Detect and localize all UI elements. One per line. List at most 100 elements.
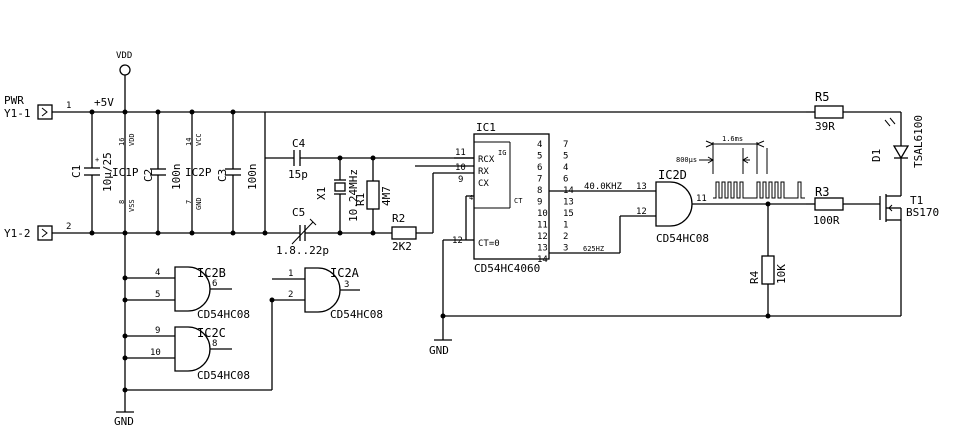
junction-dot bbox=[337, 230, 343, 236]
r1-resistor bbox=[366, 180, 380, 210]
junction-dot bbox=[122, 109, 128, 115]
ic2c-gate bbox=[174, 326, 232, 372]
ic1-ct0: CT=0 bbox=[478, 239, 500, 249]
c3-name: C3 bbox=[216, 169, 229, 182]
junction-dot bbox=[370, 230, 376, 236]
ic2d-name: IC2D bbox=[658, 168, 687, 182]
ic2d-gate bbox=[655, 181, 880, 227]
ic2p-bot-pin: 7 bbox=[185, 200, 193, 204]
ic2d-part: CD54HC08 bbox=[656, 232, 709, 245]
junction-dot bbox=[765, 313, 771, 319]
ic2b-out: 6 bbox=[212, 279, 217, 289]
c3-value: 100n bbox=[246, 164, 259, 191]
junction-dot bbox=[122, 230, 128, 236]
junction-dot bbox=[189, 109, 195, 115]
gnd-mid-label: GND bbox=[429, 344, 449, 357]
ic2c-part: CD54HC08 bbox=[197, 369, 250, 382]
ic2c-name: IC2C bbox=[197, 326, 226, 340]
ic2b-in2: 5 bbox=[155, 290, 160, 300]
r4-name: R4 bbox=[748, 270, 761, 284]
r5-resistor bbox=[806, 105, 844, 119]
ic1-internal-pin-label: 4 bbox=[537, 140, 542, 150]
ic1p-top-pin: 16 bbox=[118, 138, 126, 146]
ic1-output-pin-label: 15 bbox=[563, 209, 574, 219]
c4-capacitor bbox=[293, 150, 301, 166]
junction-dot bbox=[122, 297, 128, 303]
ic2b-gate bbox=[174, 266, 232, 312]
c1-capacitor bbox=[84, 112, 100, 233]
c4-value: 15p bbox=[288, 168, 308, 181]
ic1-output-pin-label: 13 bbox=[563, 198, 574, 208]
r3-value: 100R bbox=[813, 214, 840, 227]
c1-name: C1 bbox=[70, 165, 83, 178]
ic1-output-pin-label: 4 bbox=[563, 163, 568, 173]
junction-dot bbox=[765, 201, 771, 207]
y1-2-label: Y1-2 bbox=[4, 227, 31, 240]
r4-value: 10K bbox=[775, 264, 788, 284]
junction-dot bbox=[230, 230, 236, 236]
ic2a-gate bbox=[304, 267, 341, 313]
junction-dot bbox=[370, 155, 376, 161]
ic1-internal-pin-label: 13 bbox=[537, 244, 548, 254]
ic1-pin10: 10 bbox=[455, 163, 466, 173]
ic1-output-pin-label: 14 bbox=[563, 186, 574, 196]
r5-value: 39R bbox=[815, 120, 835, 133]
ic1p-name: IC1P bbox=[112, 166, 139, 179]
ic2c-in1: 9 bbox=[155, 326, 160, 336]
junction-dot bbox=[155, 230, 161, 236]
c2-value: 100n bbox=[170, 164, 183, 191]
ic1-internal-pin-label: 5 bbox=[537, 152, 542, 162]
junction-dot bbox=[269, 297, 275, 303]
junction-dots bbox=[89, 109, 771, 393]
gnd-bus-right bbox=[434, 315, 901, 341]
c5-name: C5 bbox=[292, 206, 305, 219]
c5-trimmer bbox=[291, 218, 317, 245]
ic1-ct: CT bbox=[514, 197, 523, 205]
timing-1-6ms: 1.6ms bbox=[722, 135, 743, 143]
r3-resistor bbox=[806, 197, 844, 211]
r4-resistor bbox=[761, 204, 775, 316]
ic1-rcx: RCX bbox=[478, 155, 495, 165]
x1-value: 10.24MHz bbox=[347, 169, 360, 222]
ic1p-bot-lbl: VSS bbox=[128, 199, 136, 212]
ic2d-in1: 13 bbox=[636, 182, 647, 192]
c5-value: 1.8..22p bbox=[276, 244, 329, 257]
ic2a-in2: 2 bbox=[288, 290, 293, 300]
ic1-cx: CX bbox=[478, 179, 489, 189]
oscillator-wires bbox=[264, 112, 474, 233]
pwr-label: PWR bbox=[4, 94, 24, 107]
junction-dot bbox=[122, 387, 128, 393]
ic1-internal-pin-label: 14 bbox=[537, 255, 548, 265]
ic1-part: CD54HC4060 bbox=[474, 262, 540, 275]
ic1-name: IC1 bbox=[476, 121, 496, 134]
junction-dot bbox=[122, 333, 128, 339]
c1-plus: + bbox=[95, 156, 99, 164]
gnd-bottom-label: GND bbox=[114, 415, 134, 428]
t1-part: BS170 bbox=[906, 206, 939, 219]
ic1-pin12: 12 bbox=[452, 236, 463, 246]
ic1-internal-pin-label: 7 bbox=[537, 175, 542, 185]
r2-resistor bbox=[391, 226, 417, 240]
ic2p-top-pin: 14 bbox=[185, 138, 193, 146]
ic1-chip bbox=[442, 133, 656, 340]
ic2a-in1: 1 bbox=[288, 269, 293, 279]
burst-waveform bbox=[699, 140, 805, 199]
connector-y1 bbox=[37, 104, 53, 241]
timing-800us: 800µs bbox=[676, 156, 697, 164]
c2-capacitor bbox=[150, 112, 166, 233]
ic1-output-pin-label: 1 bbox=[563, 221, 568, 231]
ic1p-bot-pin: 8 bbox=[118, 200, 126, 204]
ic1-pin4: 4 bbox=[469, 194, 473, 202]
d1-led bbox=[884, 112, 910, 196]
c2-name: C2 bbox=[142, 169, 155, 182]
freq-625hz: 625HZ bbox=[583, 245, 604, 253]
junction-dot bbox=[262, 230, 268, 236]
ic2p-bot-lbl: GND bbox=[195, 197, 203, 210]
t1-mosfet bbox=[879, 194, 902, 316]
ic1-internal-pin-label: 8 bbox=[537, 186, 542, 196]
c3-capacitor bbox=[225, 112, 241, 233]
ic2a-part: CD54HC08 bbox=[330, 308, 383, 321]
